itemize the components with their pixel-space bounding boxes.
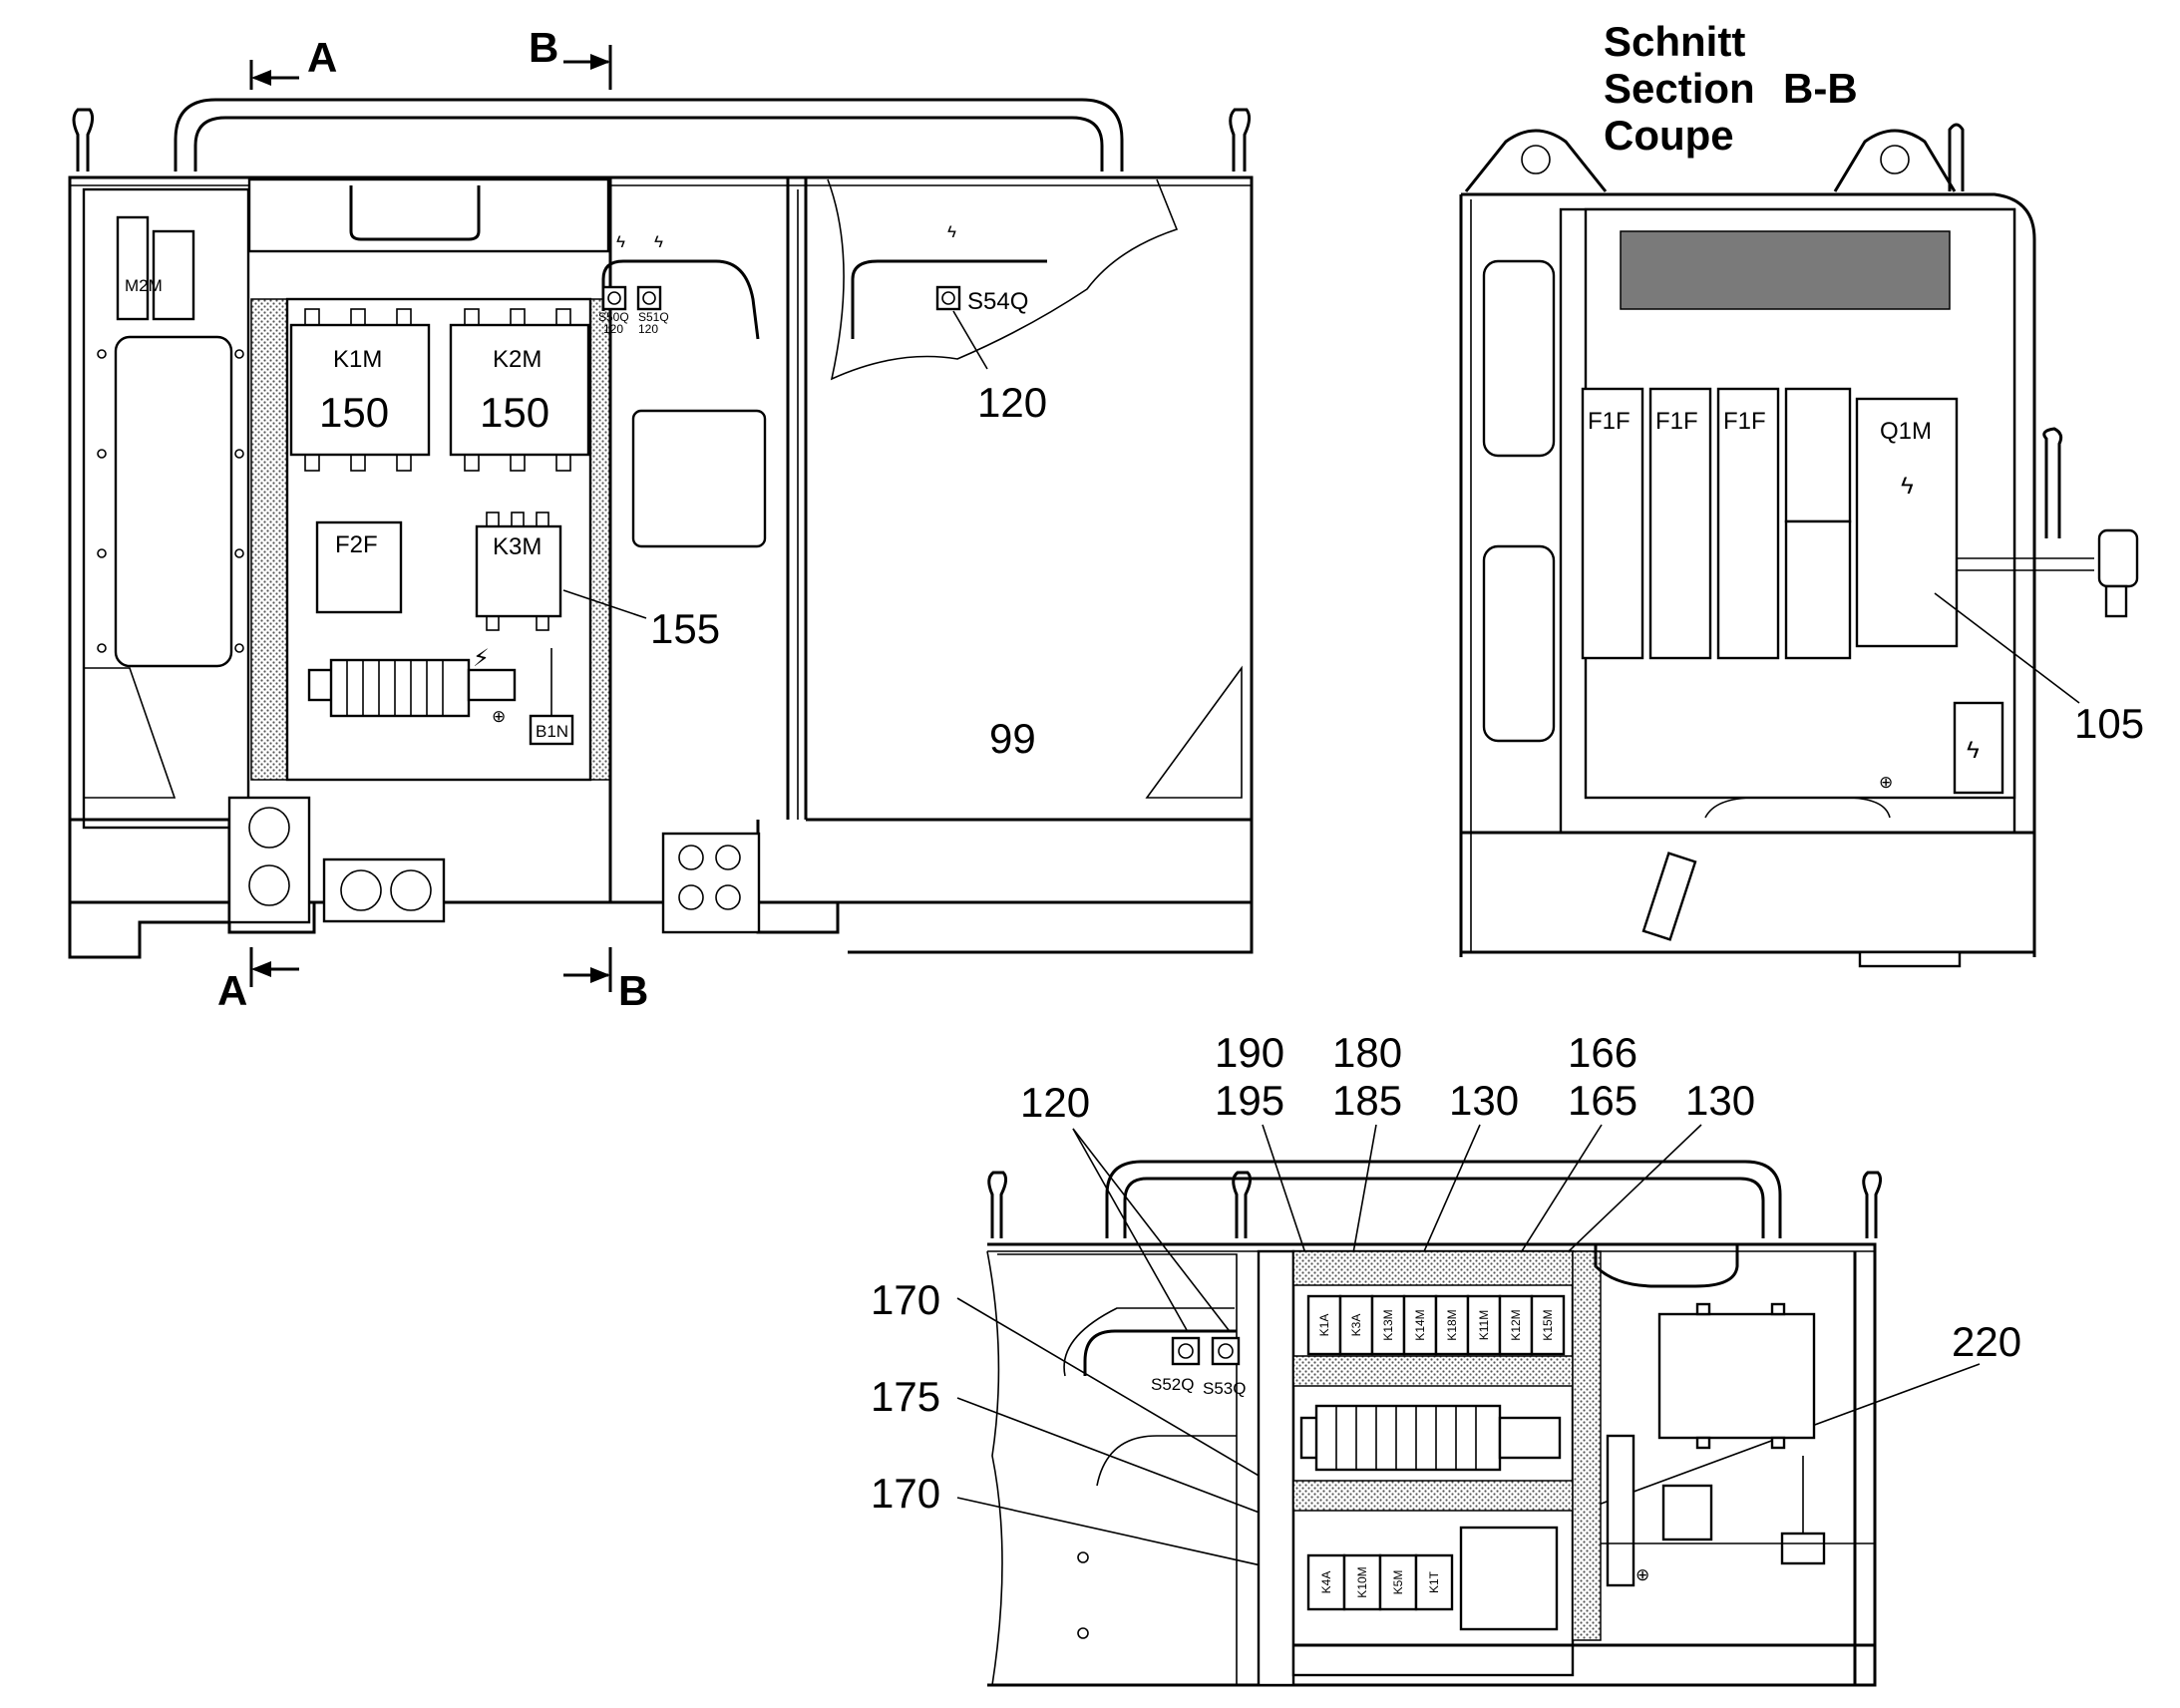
relay-bottom-label: K5M [1391,1570,1405,1595]
relay-bottom-label: K10M [1355,1566,1369,1597]
s51q-label: S51Q [638,310,669,324]
relay-label: K12M [1509,1309,1523,1340]
callout-195: 195 [1215,1077,1284,1124]
s50q-label: S50Q [598,310,629,324]
m2m-label: M2M [125,276,163,295]
relay-box [1530,1294,1566,1356]
section-marker-a-bottom: A [217,947,299,1014]
callout-120: 120 [1020,1079,1090,1126]
relay-label: K15M [1541,1309,1555,1340]
relay-bottom-box [1414,1553,1454,1611]
section-title-1: Schnitt [1604,18,1745,65]
relay-label: K14M [1413,1309,1427,1340]
s54q-label: S54Q [967,288,1028,315]
lightning-icon: ⚡ [473,645,490,672]
front-view: M2M K1M 150 K2M 150 F2F K3M [68,24,1254,1014]
marker-b-label: B [618,967,648,1014]
k2m-label: K2M [493,346,542,373]
relay-label: K13M [1381,1309,1395,1340]
ground-icon: ⊕ [492,707,506,726]
callout-185: 185 [1332,1077,1402,1124]
marker-a-label: A [307,34,337,81]
relay-row-top: K1A K3A K13M K14M K18M K11M K12M K15M [1306,1294,1566,1356]
callout-180: 180 [1332,1029,1402,1076]
fuse-label-1: F1F [1588,408,1631,435]
q1m-label: Q1M [1880,418,1932,445]
relay-label: K3A [1349,1314,1363,1337]
fuse-label-3: F1F [1723,408,1766,435]
relay-box [1498,1294,1534,1356]
k2m-callout: 150 [480,389,549,436]
f2f-label: F2F [335,531,378,558]
marker-b-label: B [529,24,558,71]
callout-170-b: 170 [871,1470,940,1517]
q1m-callout: 105 [2074,700,2144,747]
callout-166: 166 [1568,1029,1637,1076]
section-title-3: Coupe [1604,112,1734,159]
lightning-icon: ϟ [654,232,663,251]
relay-bottom-label: K4A [1319,1571,1333,1594]
k3m-callout: 155 [650,605,720,652]
k1m-callout: 150 [319,389,389,436]
relay-row-bottom: K4A K10M K5M K1T [1306,1553,1454,1611]
relay-label: K11M [1477,1310,1491,1340]
top-view: 120 190 195 180 185 130 166 165 130 170 … [871,1029,2021,1687]
lightning-icon: ϟ [1967,737,1980,764]
marker-a-label: A [217,967,247,1014]
k1m-label: K1M [333,346,382,373]
k3m-label: K3M [493,533,542,560]
callout-175: 175 [871,1373,940,1420]
s50q-sub: 120 [603,322,623,336]
callout-130-a: 130 [1449,1077,1519,1124]
ground-icon: ⊕ [1879,773,1893,792]
relay-box [1466,1294,1502,1356]
s54q-callout: 120 [977,379,1047,426]
b1n-label: B1N [536,722,568,741]
door-callout: 99 [989,715,1036,762]
relay-bottom-box [1306,1553,1346,1611]
section-title-2: Section [1604,65,1755,112]
relay-label: K1A [1317,1314,1331,1337]
callout-220: 220 [1952,1318,2021,1365]
section-marker-b-top: B [529,24,612,90]
section-marker-a-top: A [249,34,337,90]
relay-label: K18M [1445,1309,1459,1340]
switch-label-s53q: S53Q [1203,1379,1246,1398]
ground-icon: ⊕ [1635,1565,1649,1584]
s51q-sub: 120 [638,322,658,336]
section-view: Schnitt Section Coupe B-B F1F F1F F1F Q1… [1459,18,2144,968]
lightning-icon: ϟ [1901,473,1914,500]
lightning-icon: ϟ [616,232,625,251]
lightning-icon: ϟ [947,222,956,241]
switch-label-s52q: S52Q [1151,1375,1194,1394]
fuse-label-2: F1F [1655,408,1698,435]
section-marker-b-bottom: B [563,947,648,1014]
callout-165: 165 [1568,1077,1637,1124]
callout-190: 190 [1215,1029,1284,1076]
callout-170-a: 170 [871,1276,940,1323]
relay-bottom-label: K1T [1427,1570,1441,1593]
section-id: B-B [1783,65,1858,112]
callout-130-b: 130 [1685,1077,1755,1124]
